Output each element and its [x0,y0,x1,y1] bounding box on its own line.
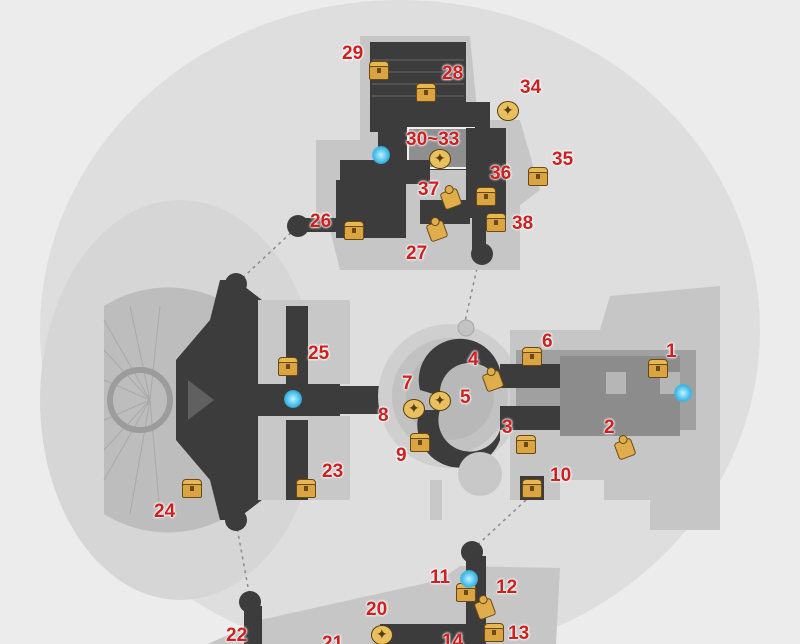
location-label: 3 [502,417,513,438]
location-label: 6 [542,331,553,352]
location-label: 12 [496,577,518,598]
location-label: 20 [366,599,388,620]
chest-icon[interactable] [482,622,506,644]
location-label: 13 [508,623,530,644]
special-item-icon[interactable] [428,148,452,170]
location-label: 29 [342,43,364,64]
puzzle-piece-icon[interactable] [613,437,638,461]
location-label: 5 [460,387,471,408]
location-label: 24 [154,501,176,522]
location-label: 10 [550,465,572,486]
location-label: 30~33 [406,129,460,150]
teleport-anchor-icon[interactable] [458,568,482,590]
location-label: 8 [378,405,389,426]
teleport-anchor-icon[interactable] [672,382,696,404]
location-label: 35 [552,149,574,170]
center-ring [378,319,522,520]
teleport-anchor-icon[interactable] [282,388,306,410]
location-label: 4 [468,349,479,370]
puzzle-piece-icon[interactable] [425,219,450,243]
chest-icon[interactable] [180,478,204,500]
location-label: 11 [430,567,451,588]
location-label: 14 [442,631,464,644]
chest-icon[interactable] [520,346,544,368]
chest-icon[interactable] [646,358,670,380]
location-label: 1 [666,341,677,362]
location-label: 37 [418,179,440,200]
location-label: 27 [406,243,428,264]
chest-icon[interactable] [520,478,544,500]
special-item-icon[interactable] [428,390,452,412]
special-item-icon[interactable] [402,398,426,420]
chest-icon[interactable] [474,186,498,208]
location-label: 7 [402,373,413,394]
special-item-icon[interactable] [496,100,520,122]
puzzle-piece-icon[interactable] [481,369,506,393]
location-label: 23 [322,461,344,482]
chest-icon[interactable] [408,432,432,454]
chest-icon[interactable] [294,478,318,500]
chest-icon[interactable] [367,60,391,82]
location-label: 38 [512,213,534,234]
location-label: 36 [490,163,512,184]
puzzle-piece-icon[interactable] [473,597,498,621]
chest-icon[interactable] [526,166,550,188]
location-label: 28 [442,63,464,84]
location-label: 21 [322,633,344,644]
puzzle-piece-icon[interactable] [439,187,464,211]
location-label: 26 [310,211,332,232]
special-item-icon[interactable] [370,624,394,644]
location-label: 22 [226,625,248,644]
chest-icon[interactable] [342,220,366,242]
chest-icon[interactable] [276,356,300,378]
location-label: 25 [308,343,330,364]
chest-icon[interactable] [414,82,438,104]
teleport-anchor-icon[interactable] [370,144,394,166]
chest-icon[interactable] [514,434,538,456]
location-label: 34 [520,77,542,98]
location-label: 9 [396,445,407,466]
location-label: 2 [604,417,615,438]
chest-icon[interactable] [484,212,508,234]
